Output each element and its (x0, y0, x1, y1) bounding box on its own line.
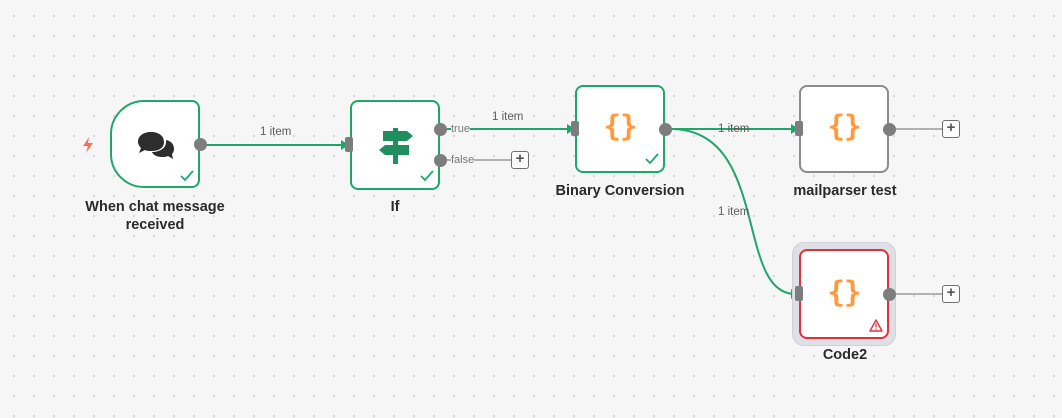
edge-label-binary-code2: 1 item (718, 206, 750, 218)
node-label-code2: Code2 (822, 347, 868, 363)
mailparser-input-handle[interactable] (795, 121, 803, 136)
node-label-binary-conversion: Binary Conversion (555, 183, 685, 199)
signpost-icon (379, 128, 413, 164)
code-braces-icon: {} (603, 109, 638, 143)
code2-input-handle[interactable] (795, 286, 803, 301)
trigger-bolt-icon (83, 137, 93, 153)
edge-label-if-binary: 1 item (492, 111, 524, 123)
edge-binary-to-code2[interactable] (670, 128, 796, 295)
node-mailparser-test[interactable]: {} (799, 85, 889, 173)
node-label-chat-trigger: When chat message received (85, 199, 225, 233)
binary-input-handle[interactable] (571, 121, 579, 136)
code-braces-icon: {} (827, 109, 862, 143)
trigger-output-handle[interactable] (194, 138, 207, 151)
success-check-icon (420, 170, 434, 182)
success-check-icon (180, 170, 194, 182)
edge-label-trigger-if: 1 item (260, 126, 292, 138)
edge-label-binary-mailparser: 1 item (718, 123, 750, 135)
warning-triangle-icon (869, 319, 883, 332)
node-code2[interactable]: {} (799, 249, 889, 339)
binary-output-handle[interactable] (659, 123, 672, 136)
code-braces-icon: {} (827, 275, 862, 309)
node-label-mailparser-test: mailparser test (793, 183, 897, 199)
mailparser-add-button[interactable]: + (942, 120, 960, 138)
if-false-port-label: false (451, 154, 475, 166)
if-false-output-handle[interactable] (434, 154, 447, 167)
node-binary-conversion[interactable]: {} (575, 85, 665, 173)
code2-output-handle[interactable] (883, 288, 896, 301)
node-label-if: If (390, 199, 400, 215)
if-true-port-label: true (451, 123, 470, 135)
node-if[interactable] (350, 100, 440, 190)
mailparser-output-handle[interactable] (883, 123, 896, 136)
if-input-handle[interactable] (345, 137, 353, 152)
chat-bubbles-icon (138, 132, 174, 159)
code2-add-button[interactable]: + (942, 285, 960, 303)
success-check-icon (645, 153, 659, 165)
node-chat-trigger[interactable] (110, 100, 200, 188)
if-false-add-button[interactable]: + (511, 151, 529, 169)
if-true-output-handle[interactable] (434, 123, 447, 136)
